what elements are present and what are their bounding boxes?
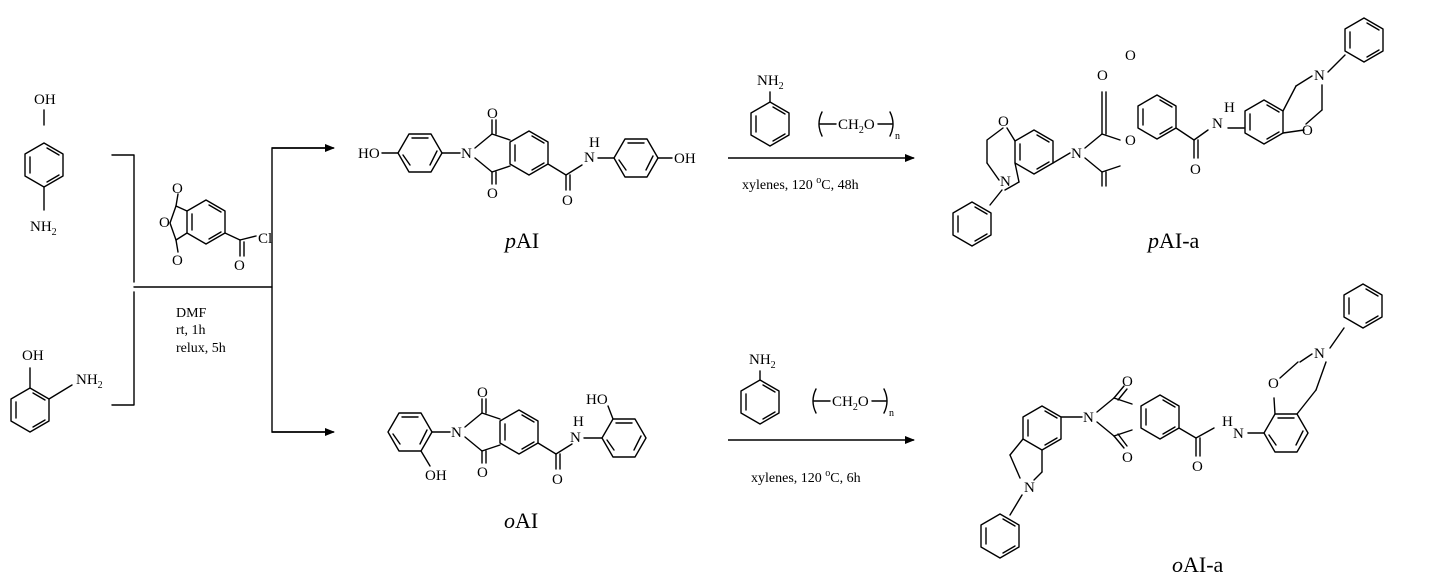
label-paraformaldehyde: CH2O xyxy=(832,394,869,413)
4-aminophenol: OH NH2 xyxy=(24,92,64,238)
label-n-imide: N xyxy=(451,425,462,441)
condition-line2: relux, 5h xyxy=(176,341,226,356)
trimellitic-anhydride-chloride: O O O O Cl xyxy=(159,181,272,274)
label-o-top: O xyxy=(477,385,488,401)
label-n-left-ring: N xyxy=(1000,174,1011,190)
label-h-amide: H xyxy=(1222,414,1233,430)
label-nh2: NH2 xyxy=(757,73,784,92)
solvent: DMF xyxy=(176,306,207,321)
label-h-amide: H xyxy=(1224,100,1235,116)
compound-pAI: HO N O O O H N OH pAI xyxy=(358,106,696,253)
label-o-right-ring: O xyxy=(1302,123,1313,139)
compound-name: pAI xyxy=(503,228,539,253)
label-n: n xyxy=(889,408,894,419)
combination-bracket xyxy=(111,144,335,436)
step2-top-conditions: xylenes, 120 oC, 48h xyxy=(742,175,859,193)
label-o-top: O xyxy=(1097,68,1108,84)
compound-name: pAI-a xyxy=(1146,228,1200,253)
label-n-amide: N xyxy=(570,430,581,446)
label-oh: OH xyxy=(674,151,696,167)
label-oh: OH xyxy=(22,348,44,364)
label-o-amide: O xyxy=(1192,459,1203,475)
label-n-amide: N xyxy=(1212,116,1223,132)
label-n-right-ring: N xyxy=(1314,346,1325,362)
compound-oAI-a: N N O O O H N O N oAI-a xyxy=(980,283,1383,577)
label-o-acyl: O xyxy=(234,258,245,274)
label-o-top: O xyxy=(172,181,183,197)
label-o-bottom: O xyxy=(172,253,183,269)
label-o-amide: O xyxy=(552,472,563,488)
label-oh: OH xyxy=(425,468,447,484)
label-o-bottom-carbonyl: O xyxy=(1125,133,1136,149)
step2-bottom-conditions: xylenes, 120 oC, 6h xyxy=(751,468,861,486)
label-oh: OH xyxy=(34,92,56,108)
label-o-left-ring: O xyxy=(998,114,1009,130)
step1-conditions: DMF rt, 1h relux, 5h xyxy=(176,306,226,356)
label-o-ring: O xyxy=(159,215,170,231)
label-h-amide: H xyxy=(573,414,584,430)
label-h-amide: H xyxy=(589,135,600,151)
compound-pAI-a: O N N O O O O O H N N xyxy=(952,17,1384,253)
label-n-imide: N xyxy=(1071,146,1082,162)
step2-bottom-reagents: NH2 CH2O n xyxy=(740,352,894,425)
label-o-amide: O xyxy=(562,193,573,209)
label-n-left-ring: N xyxy=(1024,480,1035,496)
label-nh2: NH2 xyxy=(76,372,103,391)
label-n-right-ring: N xyxy=(1314,68,1325,84)
label-nh2: NH2 xyxy=(30,219,57,238)
compound-name: oAI xyxy=(504,508,538,533)
label-paraformaldehyde: CH2O xyxy=(838,117,875,136)
compound-oAI: OH N O O O H N HO oAI xyxy=(387,385,647,533)
label-nh2: NH2 xyxy=(749,352,776,371)
label-n: n xyxy=(895,131,900,142)
label-o-amide: O xyxy=(1190,162,1201,178)
label-ho: HO xyxy=(586,392,608,408)
2-aminophenol: OH NH2 xyxy=(10,348,103,433)
label-n-amide: N xyxy=(584,150,595,166)
step2-top-reagents: NH2 CH2O n xyxy=(750,73,900,147)
label-o-top: O xyxy=(487,106,498,122)
label-o-bottom: O xyxy=(477,465,488,481)
label-o-top-carbonyl: O xyxy=(1125,48,1136,64)
label-n-amide: N xyxy=(1233,426,1244,442)
label-o-top: O xyxy=(1122,374,1133,390)
label-ho: HO xyxy=(358,146,380,162)
label-n-imide: N xyxy=(461,146,472,162)
compound-name: oAI-a xyxy=(1172,552,1224,577)
label-cl: Cl xyxy=(258,231,272,247)
label-o-bottom: O xyxy=(487,186,498,202)
label-o-bottom: O xyxy=(1122,450,1133,466)
condition-line1: rt, 1h xyxy=(176,323,206,338)
label-o-right-ring: O xyxy=(1268,376,1279,392)
label-n-imide: N xyxy=(1083,410,1094,426)
